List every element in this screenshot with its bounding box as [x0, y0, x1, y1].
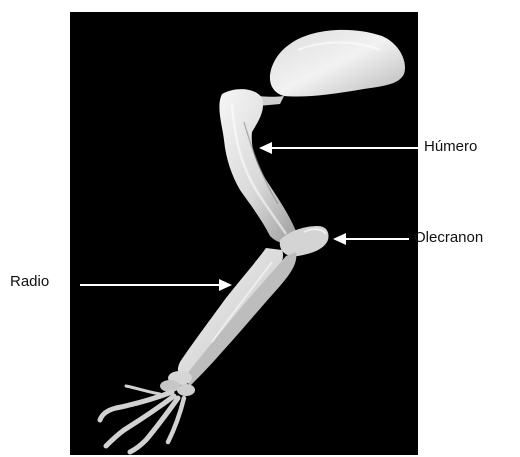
label-olecranon: Olecranon [414, 229, 483, 246]
label-radio: Radio [10, 273, 49, 290]
label-humero: Húmero [424, 138, 477, 155]
